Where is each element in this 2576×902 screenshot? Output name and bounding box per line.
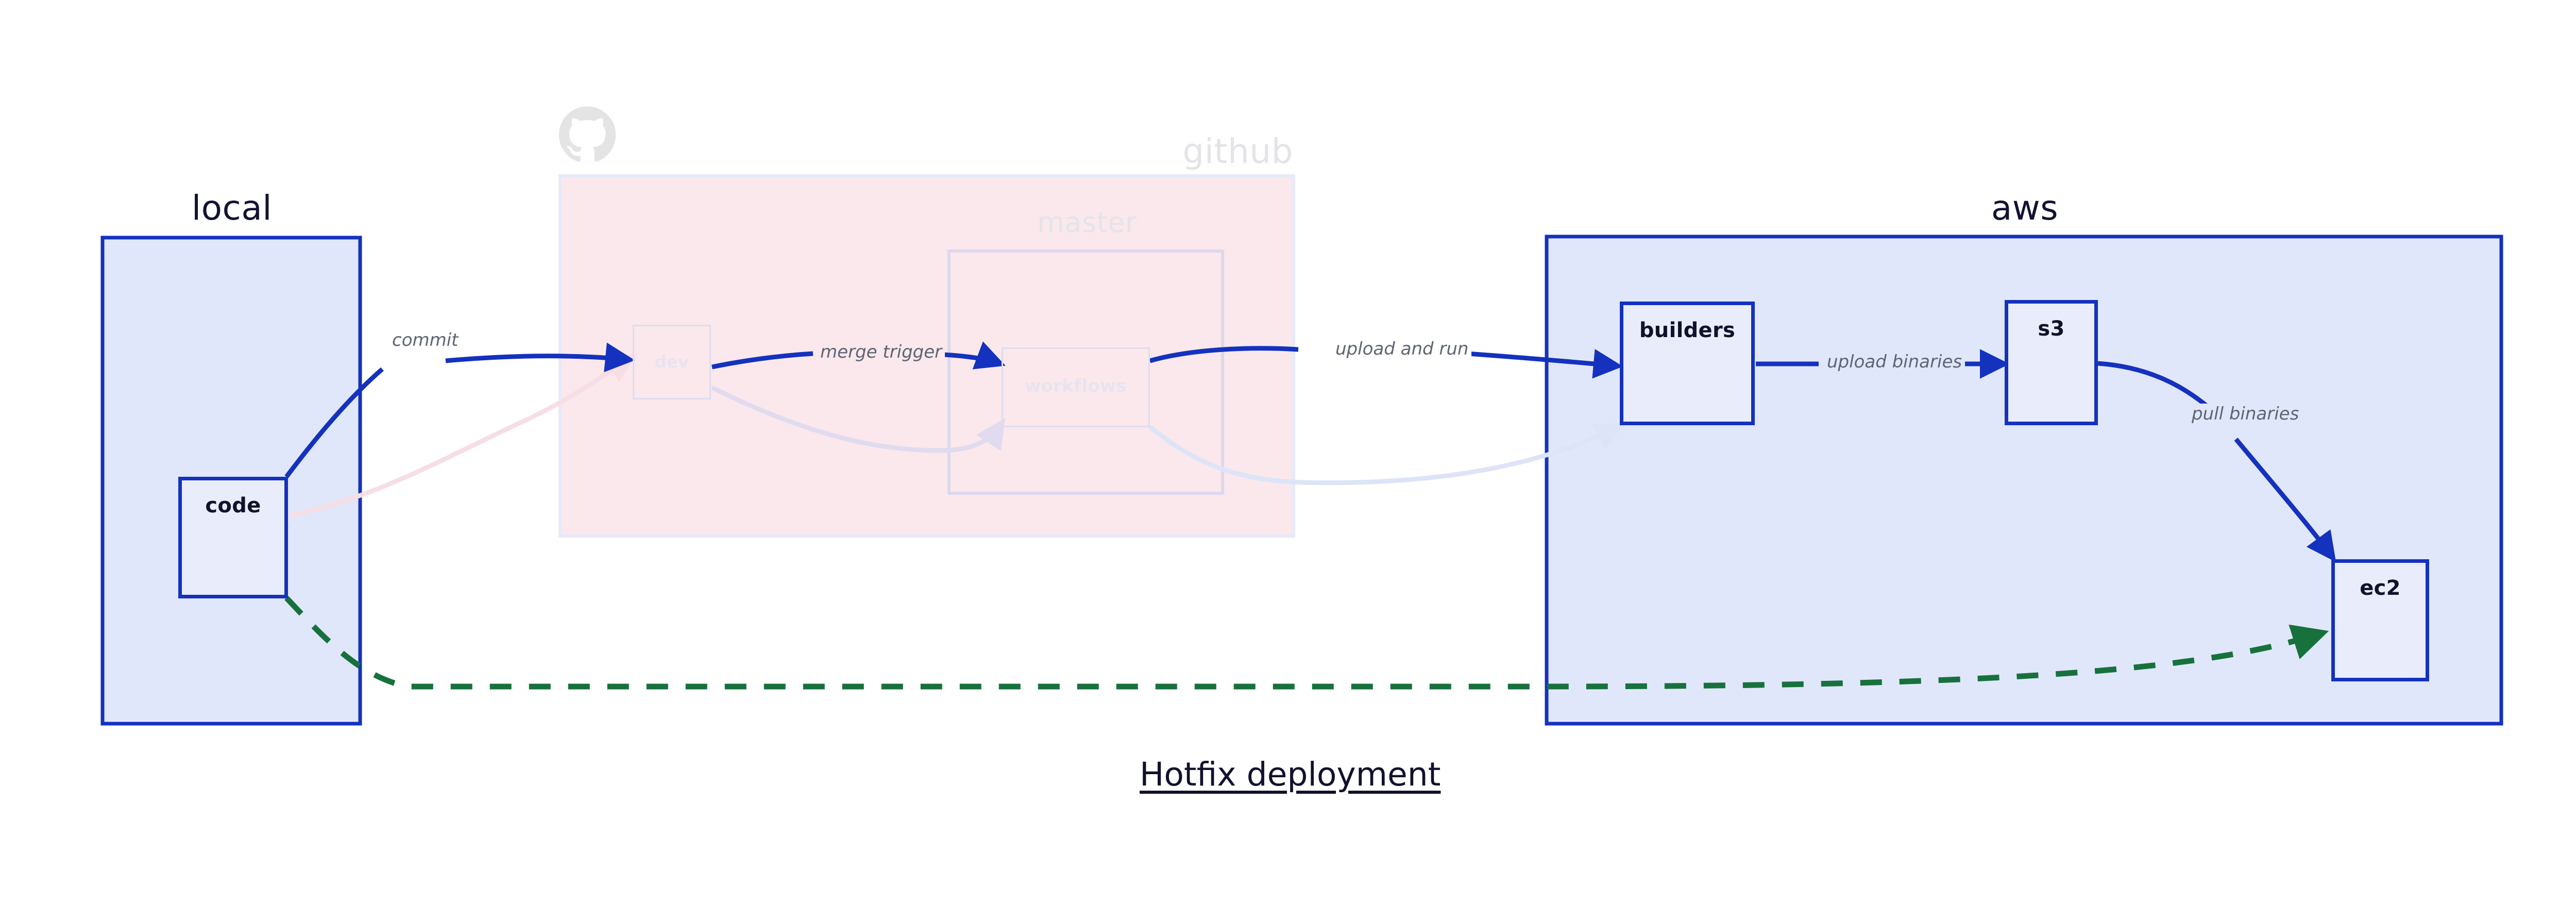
diagram-title: Hotfix deployment [1140, 756, 1441, 793]
node-builders[interactable]: builders [1620, 302, 1755, 425]
edge-code-ec2-hotfix [284, 596, 2329, 690]
cluster-master-box [947, 249, 1224, 495]
node-workflows-label: workflows [1024, 376, 1127, 396]
cluster-label-local: local [191, 188, 273, 228]
node-builders-label: builders [1639, 319, 1736, 342]
node-code-label: code [205, 494, 261, 517]
node-dev-label: dev [654, 352, 689, 372]
edge-label-merge-trigger: merge trigger [817, 342, 945, 362]
node-code[interactable]: code [178, 477, 288, 598]
edge-code-dev-faded [288, 354, 638, 518]
edge-label-pull-binaries: pull binaries [2189, 404, 2302, 424]
edge-dev-workflows [711, 351, 814, 370]
edge-workflows-builders [1149, 346, 1299, 363]
edge-dev-workflows-faded [711, 385, 1005, 453]
node-s3-label: s3 [2038, 317, 2065, 341]
edge-code-dev [284, 367, 384, 478]
node-ec2[interactable]: ec2 [2331, 559, 2429, 681]
github-octocat-icon [558, 106, 616, 162]
cluster-label-github: github [1182, 131, 1293, 171]
edge-s3-ec2 [2097, 361, 2216, 414]
node-s3[interactable]: s3 [2005, 300, 2098, 425]
edge-s3-ec2-b [2234, 438, 2336, 562]
edge-label-commit: commit [389, 330, 462, 350]
node-ec2-label: ec2 [2360, 576, 2401, 600]
node-dev[interactable]: dev [633, 325, 711, 399]
cluster-label-aws: aws [1991, 188, 2059, 228]
edge-label-upload-binaries: upload binaries [1824, 352, 1965, 372]
edge-code-dev-b [445, 342, 635, 373]
edge-workflows-builders-faded [1148, 423, 1625, 486]
edge-label-upload-and-run: upload and run [1332, 339, 1472, 359]
cluster-label-master: master [1037, 206, 1137, 239]
node-workflows[interactable]: workflows [1002, 347, 1150, 427]
